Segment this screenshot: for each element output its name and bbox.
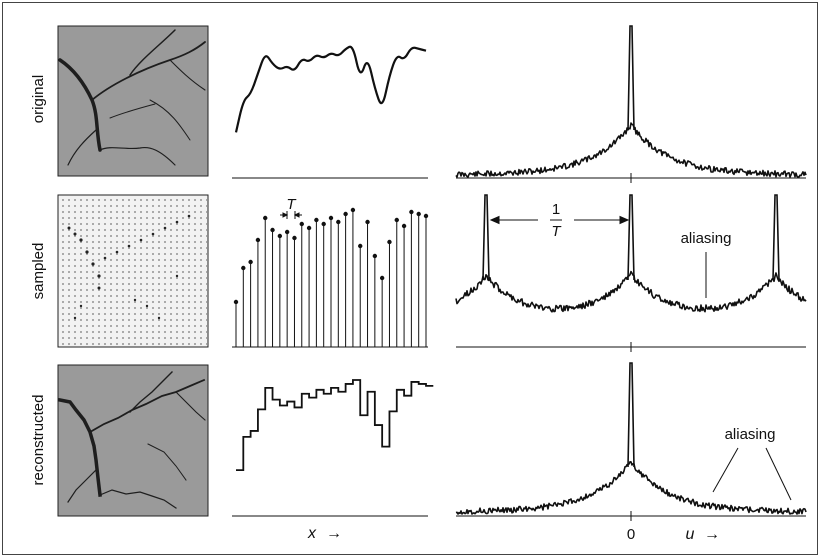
reconstructed-image	[57, 364, 209, 517]
sample-point	[358, 243, 363, 249]
original-signal-curve	[234, 45, 427, 133]
row-label-sampled: sampled	[30, 243, 47, 300]
reconstructed-signal-staircase	[236, 379, 434, 472]
reciprocal-period-marker	[489, 215, 630, 225]
reconstructed-spectrum-curve	[455, 461, 807, 515]
original-signal-plot	[232, 45, 428, 179]
x-axis-label: x	[307, 525, 317, 542]
sample-point	[233, 299, 239, 305]
aliasing-label-reconstructed: aliasing	[725, 426, 776, 443]
sample-point	[321, 221, 326, 227]
spectrum-peak	[627, 25, 635, 131]
branch-icon	[58, 29, 206, 166]
original-spectrum-curve	[455, 122, 807, 178]
u-axis-label: u	[686, 526, 695, 543]
sample-point	[299, 221, 304, 227]
sample-point	[248, 259, 253, 265]
reciprocal-denominator: T	[551, 223, 562, 240]
sampled-spectrum-plot: 1 T aliasing	[455, 194, 807, 352]
x-axis-caption: x →	[307, 525, 342, 542]
sample-point	[416, 211, 421, 217]
aliasing-pointer-right	[765, 447, 792, 501]
sample-point	[241, 265, 246, 271]
u-axis-caption: 0 u →	[627, 526, 720, 543]
sample-point	[336, 219, 341, 225]
branch-icon	[57, 371, 206, 509]
arrow-right-icon: →	[704, 526, 720, 543]
aliasing-pointer-left	[712, 447, 739, 493]
sample-point	[394, 217, 399, 223]
sample-point	[284, 229, 290, 235]
sample-point	[350, 207, 356, 213]
spectrum-peak	[627, 362, 635, 468]
original-image	[57, 25, 209, 177]
sampled-image	[57, 194, 209, 348]
sample-point	[314, 217, 319, 223]
period-marker	[280, 211, 302, 219]
row-label-reconstructed: reconstructed	[30, 395, 47, 486]
sample-point	[372, 253, 378, 259]
original-spectrum-plot	[455, 25, 807, 183]
sample-point	[263, 215, 268, 221]
reconstructed-signal-plot	[232, 379, 434, 517]
sample-point	[270, 227, 275, 233]
sample-point	[277, 233, 283, 239]
sampled-signal-plot: T	[232, 196, 429, 348]
sample-point	[423, 213, 429, 219]
spectrum-peak	[772, 194, 780, 281]
reconstructed-spectrum-plot: aliasing	[455, 362, 807, 521]
sampled-spectrum-curve	[455, 270, 807, 313]
sample-point	[255, 237, 261, 243]
sample-point	[328, 215, 334, 221]
sample-point	[365, 219, 370, 225]
reciprocal-numerator: 1	[552, 201, 560, 218]
sample-point	[409, 209, 414, 215]
sample-stems	[233, 207, 429, 347]
row-label-original: original	[30, 75, 47, 123]
sample-point	[292, 235, 297, 241]
spectrum-peak	[482, 194, 490, 281]
arrow-right-icon: →	[326, 525, 342, 542]
sample-point	[379, 275, 385, 281]
period-label: T	[286, 196, 297, 213]
sample-point	[401, 223, 407, 229]
sample-point	[306, 225, 312, 231]
u-zero-label: 0	[627, 526, 635, 543]
sample-point	[387, 239, 392, 245]
spectrum-peak	[627, 194, 635, 281]
sample-point	[343, 211, 348, 217]
aliasing-label-sampled: aliasing	[681, 230, 732, 247]
